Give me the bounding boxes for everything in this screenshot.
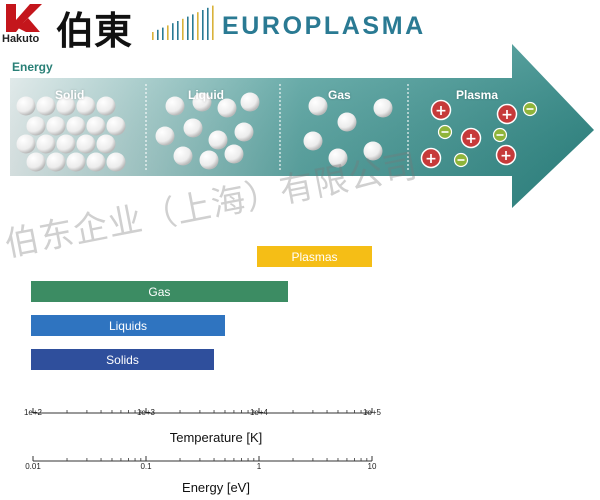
positive-ion-icon: [430, 99, 452, 121]
particle-icon: [96, 134, 116, 154]
particle-icon: [234, 122, 254, 142]
europlasma-logo: EUROPLASMA: [222, 12, 426, 40]
particle-icon: [373, 98, 393, 118]
bar-label-gas: Gas: [148, 284, 171, 299]
minus-sign-icon: [441, 131, 449, 133]
energy-tick-label: 10: [367, 462, 377, 471]
chart-axes: [32, 408, 373, 462]
particle-icon: [165, 96, 185, 116]
particle-icon: [36, 134, 56, 154]
particle-icon: [224, 144, 244, 164]
hakuto-kanji-logo: 伯東: [56, 9, 133, 53]
minus-sign-icon: [526, 108, 534, 110]
energy-tick-label: 1: [256, 462, 262, 471]
energy-tick-label: 0.01: [25, 462, 41, 471]
particle-icon: [106, 116, 126, 136]
state-label-liquid: Liquid: [188, 88, 224, 102]
particle-icon: [16, 134, 36, 154]
particle-icon: [66, 152, 86, 172]
particle-icon: [86, 152, 106, 172]
energy-axis: [32, 456, 373, 462]
hakuto-wordmark: Hakuto: [2, 33, 40, 45]
plus-sign-icon: +: [465, 131, 477, 147]
particle-icon: [240, 92, 260, 112]
hakuto-logo-icon: [6, 4, 42, 32]
bar-plasmas: Plasmas: [257, 246, 372, 267]
state-label-plasma: Plasma: [456, 88, 499, 102]
particle-icon: [328, 148, 348, 168]
particle-icon: [363, 141, 383, 161]
particle-icon: [106, 152, 126, 172]
plus-sign-icon: +: [435, 103, 447, 119]
particle-icon: [36, 96, 56, 116]
particle-icon: [66, 116, 86, 136]
particle-icon: [155, 126, 175, 146]
particle-icon: [46, 116, 66, 136]
plus-sign-icon: +: [425, 151, 437, 167]
particle-icon: [308, 96, 328, 116]
energy-tick-label: 0.1: [140, 462, 152, 471]
particle-icon: [208, 130, 228, 150]
particle-icon: [96, 96, 116, 116]
temperature-tick-label: 1e+2: [23, 408, 43, 417]
positive-ion-icon: [420, 147, 442, 169]
state-label-gas: Gas: [328, 88, 351, 102]
temperature-tick-label: 1e+5: [362, 408, 382, 417]
bar-gas: Gas: [31, 281, 288, 302]
particle-icon: [76, 96, 96, 116]
temperature-tick-label: 1e+4: [249, 408, 269, 417]
energy-label: Energy: [12, 60, 53, 74]
energy-arrow-diagram: + + + + +: [10, 44, 594, 208]
particle-icon: [86, 116, 106, 136]
positive-ion-icon: [495, 144, 517, 166]
positive-ion-icon: [460, 127, 482, 149]
bar-label-solids: Solids: [106, 352, 139, 367]
bar-liquids: Liquids: [31, 315, 225, 336]
state-label-solid: Solid: [55, 88, 85, 102]
particle-icon: [16, 96, 36, 116]
energy-axis-title: Energy [eV]: [182, 480, 250, 495]
bar-label-plasmas: Plasmas: [291, 249, 338, 264]
temperature-axis-title: Temperature [K]: [169, 430, 263, 445]
positive-ion-icon: [496, 103, 518, 125]
plus-sign-icon: +: [500, 148, 512, 164]
particle-icon: [56, 96, 76, 116]
particle-icon: [26, 152, 46, 172]
plus-sign-icon: +: [501, 107, 513, 123]
particle-icon: [199, 150, 219, 170]
particle-icon: [46, 152, 66, 172]
temperature-tick-label: 1e+3: [136, 408, 156, 417]
particle-icon: [183, 118, 203, 138]
particle-icon: [26, 116, 46, 136]
particle-icon: [173, 146, 193, 166]
particle-icon: [56, 134, 76, 154]
particle-icon: [217, 98, 237, 118]
europlasma-bars-icon: [152, 5, 214, 41]
particle-icon: [192, 92, 212, 112]
particle-icon: [337, 112, 357, 132]
temperature-axis: [32, 408, 373, 414]
minus-sign-icon: [496, 134, 504, 136]
bar-solids: Solids: [31, 349, 215, 370]
bar-label-liquids: Liquids: [108, 318, 147, 333]
particle-icon: [303, 131, 323, 151]
particle-icon: [76, 134, 96, 154]
minus-sign-icon: [457, 159, 465, 161]
